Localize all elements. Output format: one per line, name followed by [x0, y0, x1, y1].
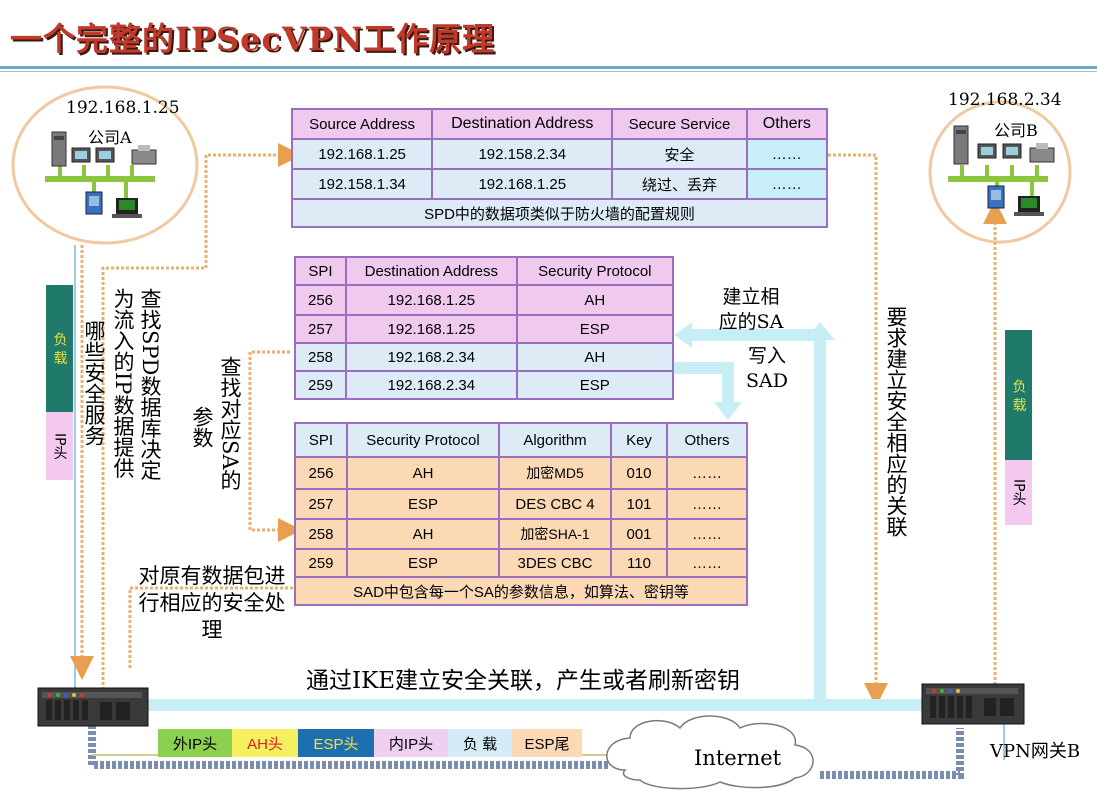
gateway-b-label: VPN网关B [990, 741, 1081, 762]
sad-cell: 001 [610, 518, 668, 550]
internet-label: Internet [694, 746, 782, 770]
sad-cell: …… [666, 518, 748, 550]
sad-cell: 256 [294, 456, 348, 490]
site-a-name: 公司A [88, 128, 132, 147]
sad-cell: 257 [294, 488, 348, 520]
gateway-b-device [921, 683, 1025, 725]
spd-cell: …… [745, 168, 829, 200]
internet-cloud [606, 715, 814, 790]
spd-header-others: Others [745, 108, 829, 140]
sad-cell: …… [666, 488, 748, 520]
sad-cell: 加密MD5 [498, 456, 612, 490]
packet-b-payload: 负 载 [1005, 330, 1032, 460]
sa-cell: AH [515, 342, 675, 372]
spd-table: Source Address Destination Address Secur… [290, 108, 829, 228]
sad-cell: 3DES CBC [498, 548, 612, 578]
sa-cell: 259 [293, 370, 348, 400]
build-sa-label: 建立相应的SA [718, 286, 784, 333]
sad-cell: 010 [610, 456, 668, 490]
lookup-spd-label: 查找SPD数据库决定 [138, 288, 162, 481]
spd-header-source: Source Address [290, 108, 434, 140]
spd-cell: 192.158.2.34 [431, 138, 614, 170]
sad-cell: DES CBC 4 [498, 488, 612, 520]
spd-header-service: Secure Service [611, 108, 748, 140]
site-b-name: 公司B [994, 121, 1038, 140]
ike-label: 通过IKE建立安全关联，产生或者刷新密钥 [306, 668, 741, 694]
spd-cell: 192.168.1.25 [431, 168, 614, 200]
gateway-a-device [37, 687, 149, 727]
sa-cell: 192.168.2.34 [345, 342, 518, 372]
title-rule-thin [0, 71, 1097, 72]
packet-b-ip-header: IP头 [1005, 460, 1032, 525]
lookup-spd-label-2: 为流入的IP数据提供 [111, 288, 135, 479]
site-b-hosts [953, 125, 1055, 216]
packet-a-ip-header: IP头 [46, 412, 73, 480]
find-sa-label: 查找对应SA的 [218, 356, 242, 491]
sad-cell: ESP [346, 548, 500, 578]
pkt-esp: ESP头 [298, 729, 374, 757]
pkt-payload: 负 载 [448, 729, 512, 757]
site-b-circle [928, 100, 1072, 244]
sa-cell: 257 [293, 314, 348, 344]
pkt-outer-ip: 外IP头 [158, 729, 232, 757]
sad-header-key: Key [610, 422, 668, 458]
site-b-ip: 192.168.2.34 [948, 90, 1062, 110]
lan-b-bar [948, 176, 1048, 182]
sa-cell: 192.168.2.34 [345, 370, 518, 400]
find-sa-label-2: 参数 [190, 406, 214, 448]
sa-table: SPI Destination Address Security Protoco… [293, 256, 675, 400]
sad-cell: 259 [294, 548, 348, 578]
spd-cell: 192.168.1.25 [290, 138, 434, 170]
sad-header-others: Others [666, 422, 748, 458]
packet-a-payload: 负 载 [46, 285, 73, 412]
sad-cell: ESP [346, 488, 500, 520]
sa-cell: 256 [293, 284, 348, 316]
sad-header-algorithm: Algorithm [498, 422, 612, 458]
spd-note: SPD中的数据项类似于防火墙的配置规则 [291, 198, 828, 228]
sa-cell: 192.168.1.25 [345, 314, 518, 344]
pkt-inner-ip: 内IP头 [374, 729, 448, 757]
sad-cell: 258 [294, 518, 348, 550]
pkt-ah: AH头 [232, 729, 298, 757]
sa-header-protocol: Security Protocol [515, 256, 675, 286]
request-sa-label: 要求建立安全相应的关联 [884, 306, 908, 537]
sa-header-dest: Destination Address [345, 256, 518, 286]
sad-cell: AH [346, 518, 500, 550]
spd-cell: 192.158.1.34 [290, 168, 434, 200]
write-sad-label: 写入SAD [746, 345, 788, 392]
sa-cell: AH [515, 284, 675, 316]
sad-header-protocol: Security Protocol [346, 422, 500, 458]
lan-a-bar [45, 176, 155, 182]
site-a-circle [11, 85, 199, 245]
sad-cell: 加密SHA-1 [498, 518, 612, 550]
sad-header-spi: SPI [294, 422, 348, 458]
sad-cell: 101 [610, 488, 668, 520]
site-a-ip: 192.168.1.25 [66, 98, 180, 118]
site-a-hosts [51, 131, 157, 218]
lookup-spd-label-3: 哪些安全服务 [82, 320, 106, 446]
sa-cell: 192.168.1.25 [345, 284, 518, 316]
sa-header-spi: SPI [293, 256, 348, 286]
pkt-esp-trailer: ESP尾 [512, 729, 582, 757]
sad-cell: …… [666, 548, 748, 578]
sa-cell: 258 [293, 342, 348, 372]
sad-note: SAD中包含每一个SA的参数信息，如算法、密钥等 [294, 576, 748, 606]
spd-cell: 安全 [611, 138, 748, 170]
spd-header-dest: Destination Address [431, 108, 614, 140]
sad-table: SPI Security Protocol Algorithm Key Othe… [294, 422, 748, 606]
sa-cell: ESP [515, 314, 675, 344]
title-rule [0, 66, 1097, 69]
sad-cell: 110 [610, 548, 668, 578]
process-label: 对原有数据包进行相应的安全处理 [138, 564, 286, 642]
sad-cell: …… [666, 456, 748, 490]
sa-cell: ESP [515, 370, 675, 400]
spd-cell: 绕过、丢弃 [611, 168, 748, 200]
sad-cell: AH [346, 456, 500, 490]
spd-cell: …… [745, 138, 829, 170]
page-title: 一个完整的IPSecVPN工作原理 [10, 20, 496, 58]
